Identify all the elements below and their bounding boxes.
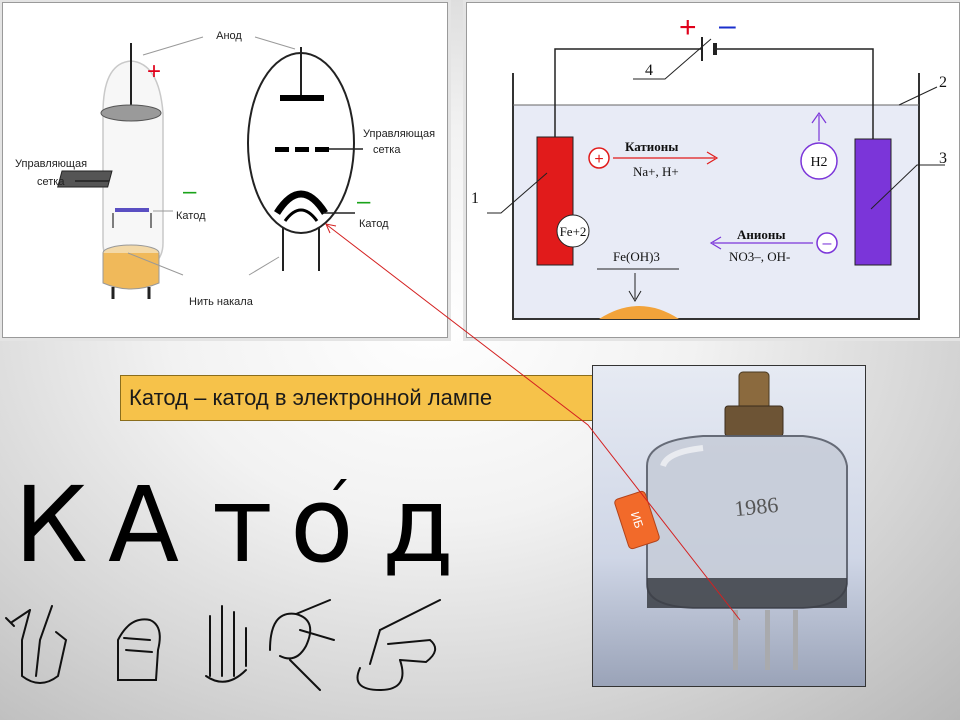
schematic-filament [283, 208, 319, 222]
schematic-minus-sign: – [357, 188, 371, 215]
schematic-cathode [274, 190, 328, 215]
tube-base [102, 253, 160, 290]
hand-sign-t-icon [205, 605, 247, 683]
h2-circle [800, 142, 838, 180]
tube-photo-svg: 1986 ИБ [614, 371, 848, 670]
minus-sign: – [183, 178, 197, 205]
cap-base [724, 405, 784, 437]
schematic-grid-dash [275, 147, 289, 152]
hand-sign-k-icon [5, 605, 68, 684]
grid-label-line2: сетка [37, 176, 65, 188]
schematic-leads [282, 228, 320, 271]
cations-ions: Na+, H+ [633, 164, 679, 179]
num-3: 3 [939, 150, 947, 167]
anode-pointer [142, 36, 296, 56]
h2-arrowhead [811, 111, 827, 124]
schematic-grid-dash [315, 147, 329, 152]
plus-sign: + [147, 58, 161, 85]
anions-label: Анионы [737, 227, 786, 242]
circuit-wire [554, 48, 874, 139]
tube-photo: 1986 ИБ [592, 365, 866, 687]
cathode-plate [115, 208, 149, 212]
filament-label: Нить накала [189, 296, 254, 308]
letter-k: К [14, 464, 88, 586]
cathode-callout: Катод – катод в электронной лампе [120, 375, 626, 421]
anion-minus: – [823, 235, 832, 252]
hand-sign-a-icon [117, 618, 161, 681]
hand-sign-d-icon [356, 599, 441, 692]
precipitate-label: Fe(OH)3 [613, 249, 660, 264]
cation-arrowhead [706, 151, 719, 165]
grid-mesh [57, 170, 113, 188]
glass-marking: 1986 [733, 492, 779, 521]
fe-ion: Fe+2 [560, 224, 587, 239]
cathode-label: Катод [176, 210, 206, 222]
letter-o: о [290, 464, 354, 586]
pin [733, 610, 738, 670]
filament-pointer [127, 252, 280, 276]
schematic-grid-label-line2: сетка [373, 144, 401, 156]
schematic-cathode-label: Катод [359, 218, 389, 230]
electrolysis-svg: 1 2 3 4 + – + Катионы Na+, H+ Fe+2 H2 – … [471, 9, 947, 320]
stress-mark: ´ [322, 472, 352, 542]
anion-circle [816, 232, 838, 254]
letter-t: т [212, 464, 273, 586]
filament-wires [112, 213, 152, 228]
tube-envelope [102, 60, 164, 272]
schematic-anode [280, 95, 324, 101]
letter-a: А [108, 464, 180, 586]
battery-minus: – [719, 9, 736, 42]
num-1: 1 [471, 190, 479, 207]
pointer-1 [487, 172, 548, 214]
bulb-base [647, 578, 847, 608]
letter-d: д [382, 464, 454, 586]
electrolysis-diagram: 1 2 3 4 + – + Катионы Na+, H+ Fe+2 H2 – … [466, 2, 960, 338]
cations-label: Катионы [625, 139, 678, 154]
battery-plus: + [679, 11, 697, 44]
vacuum-tube-diagram: Анод Управляющая сетка Управляющая сетка… [2, 2, 448, 338]
cation-plus: + [594, 151, 603, 168]
hand-sign-o-icon [269, 599, 335, 691]
pin [765, 610, 770, 670]
vacuum-tube-svg: Анод Управляющая сетка Управляющая сетка… [15, 30, 435, 308]
pointer-2-3 [870, 86, 945, 210]
anions-ions: NO3–, OH- [729, 249, 790, 264]
pin [793, 610, 798, 670]
schematic-grid-label-line1: Управляющая [363, 128, 435, 140]
pointer-4 [633, 38, 712, 80]
cation-circle [588, 147, 610, 169]
h2-label: H2 [810, 155, 827, 170]
grid-label-line1: Управляющая [15, 158, 87, 170]
schematic-grid-dash [295, 147, 309, 152]
anode-plate [100, 104, 162, 122]
num-2: 2 [939, 74, 947, 91]
num-4: 4 [645, 62, 653, 79]
anode-label: Анод [216, 30, 242, 42]
cathode-electrode [854, 138, 892, 266]
